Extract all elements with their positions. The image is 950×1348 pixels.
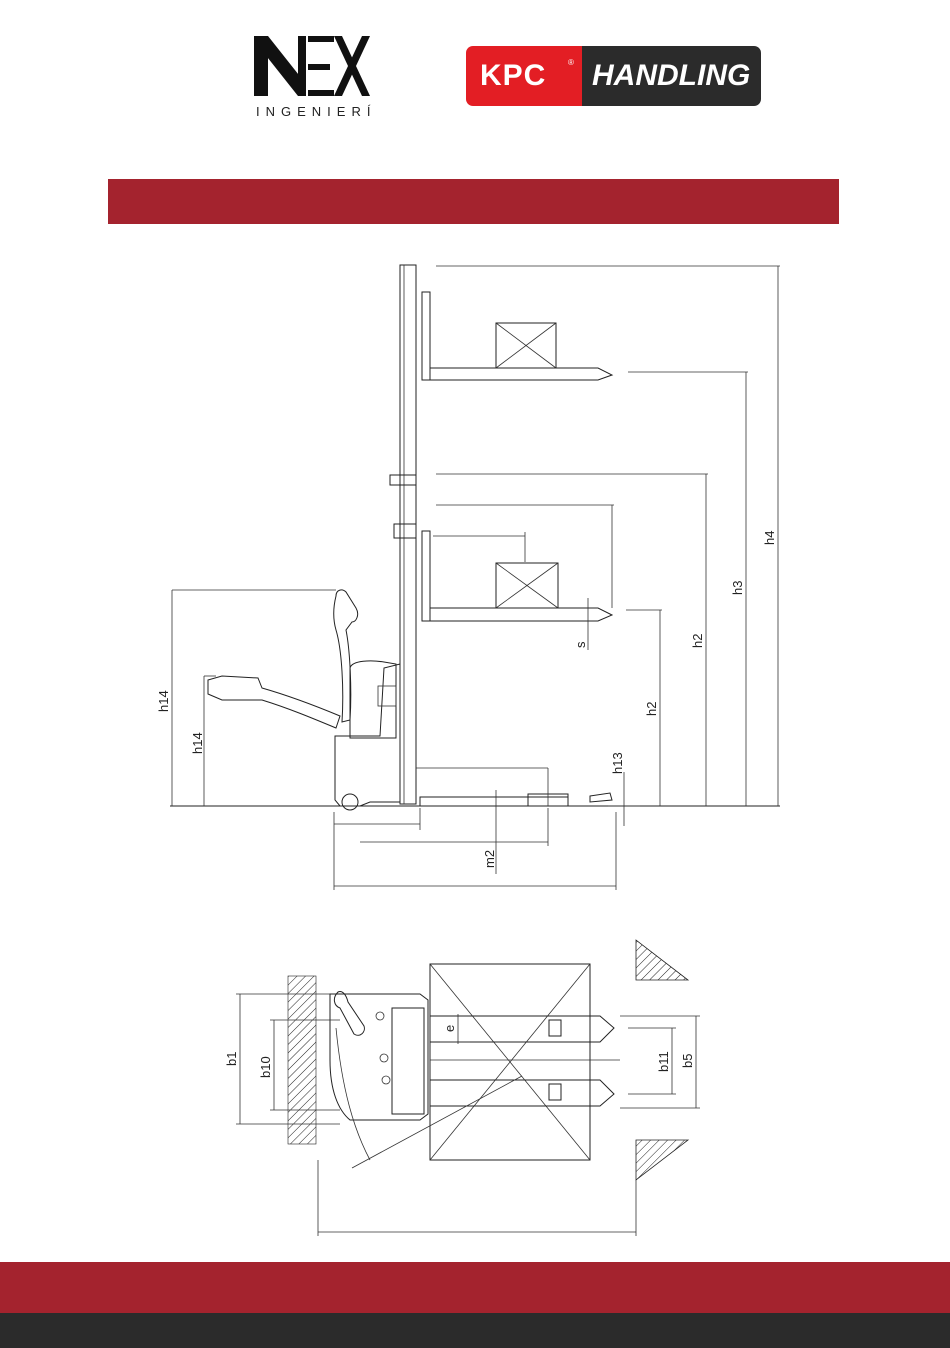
footer-dark-band [0, 1313, 950, 1348]
label-h2-lower: h2 [644, 702, 659, 716]
kpc-logo-red-block: KPC ® [466, 46, 584, 106]
title-band [108, 179, 839, 224]
kpc-brand: KPC [480, 59, 546, 93]
label-s: s [573, 641, 588, 648]
label-b10: b10 [258, 1056, 273, 1078]
kpc-registered-mark: ® [568, 58, 574, 67]
kpc-handling-logo: KPC ® HANDLING [466, 46, 761, 106]
nex-ingenieria-logo: INGENIERÍA [250, 34, 374, 120]
nex-subtitle: INGENIERÍA [256, 104, 374, 119]
label-h2-upper: h2 [690, 634, 705, 648]
kpc-logo-dark-block: HANDLING [582, 46, 761, 106]
label-h4: h4 [762, 531, 777, 545]
footer-red-band [0, 1262, 950, 1313]
label-b1: b1 [224, 1052, 239, 1066]
label-b11: b11 [656, 1051, 671, 1072]
side-view-drawing: h4 h3 h2 h2 s h13 h14 h14 m2 [0, 240, 950, 900]
label-h14-inner: h14 [190, 732, 205, 754]
top-view-drawing: b1 b10 e b11 b5 [0, 930, 950, 1250]
label-e: e [442, 1025, 457, 1032]
label-h14-outer: h14 [156, 690, 171, 712]
label-h13: h13 [610, 752, 625, 774]
kpc-product: HANDLING [592, 59, 750, 93]
label-m2: m2 [482, 850, 497, 868]
label-b5: b5 [680, 1054, 695, 1068]
label-h3: h3 [730, 581, 745, 595]
